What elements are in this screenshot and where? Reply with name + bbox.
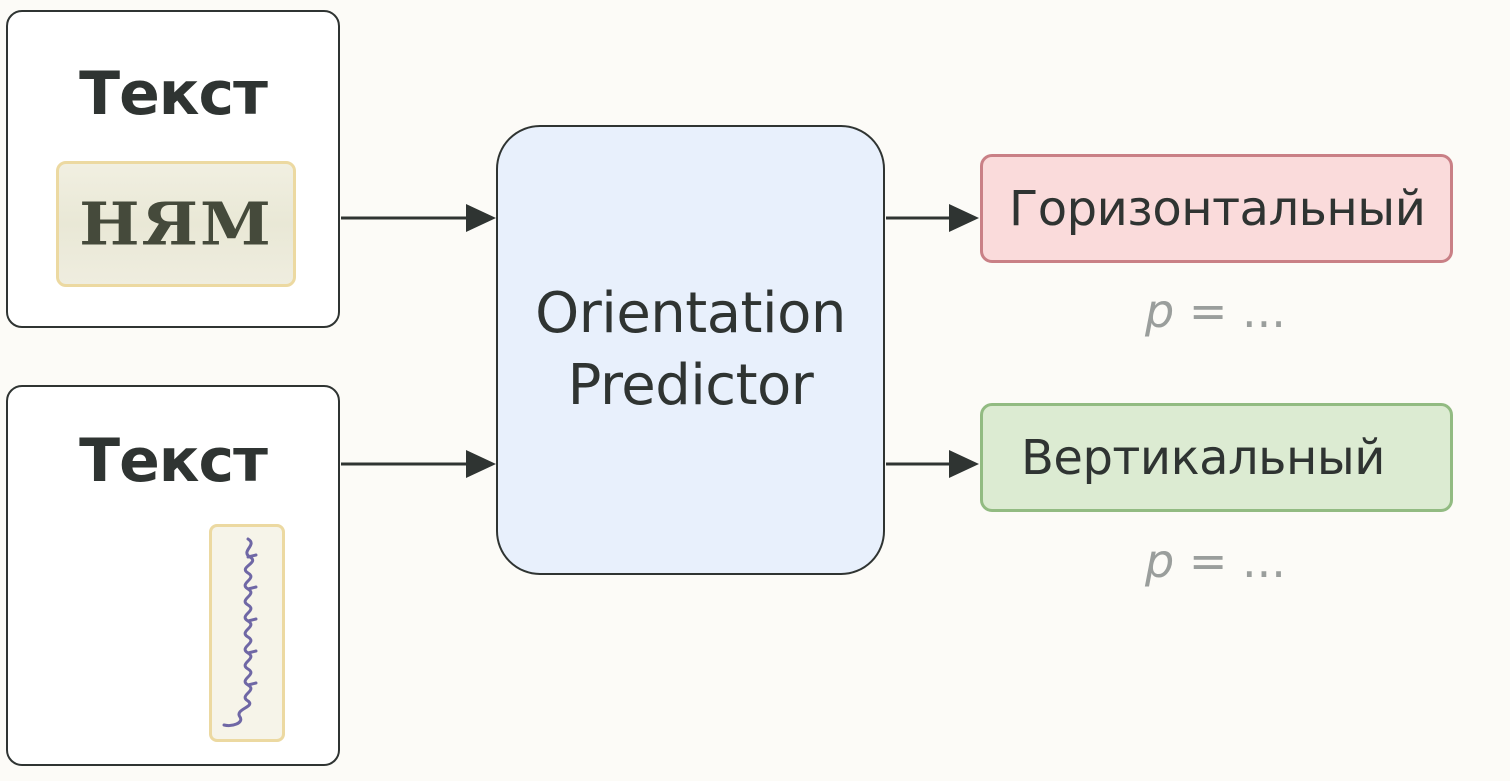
input-card-vertical: Текст bbox=[6, 385, 340, 766]
arrow-input-top-to-predictor bbox=[341, 204, 496, 232]
output-label: Горизонтальный bbox=[1009, 180, 1426, 237]
probability-vertical: p = ... bbox=[1145, 534, 1286, 588]
sample-word: НЯМ bbox=[79, 189, 273, 259]
probability-value: = ... bbox=[1174, 534, 1286, 588]
arrow-input-bottom-to-predictor bbox=[341, 450, 496, 478]
horizontal-text-sample: НЯМ bbox=[56, 161, 296, 287]
input-card-horizontal: Текст НЯМ bbox=[6, 10, 340, 328]
output-vertical: Вертикальный bbox=[980, 403, 1453, 512]
predictor-label: Orientation Predictor bbox=[535, 281, 846, 418]
orientation-predictor-box: Orientation Predictor bbox=[496, 125, 885, 575]
input-title: Текст bbox=[79, 59, 268, 129]
handwriting-scribble bbox=[222, 537, 258, 727]
output-horizontal: Горизонтальный bbox=[980, 154, 1453, 263]
probability-variable: p bbox=[1145, 284, 1175, 338]
output-label: Вертикальный bbox=[1021, 429, 1385, 486]
probability-horizontal: p = ... bbox=[1145, 284, 1286, 338]
arrow-predictor-to-horizontal bbox=[886, 204, 979, 232]
probability-value: = ... bbox=[1174, 284, 1286, 338]
arrow-predictor-to-vertical bbox=[886, 450, 979, 478]
vertical-handwriting-sample bbox=[209, 524, 285, 742]
probability-variable: p bbox=[1145, 534, 1175, 588]
input-title: Текст bbox=[79, 426, 268, 496]
